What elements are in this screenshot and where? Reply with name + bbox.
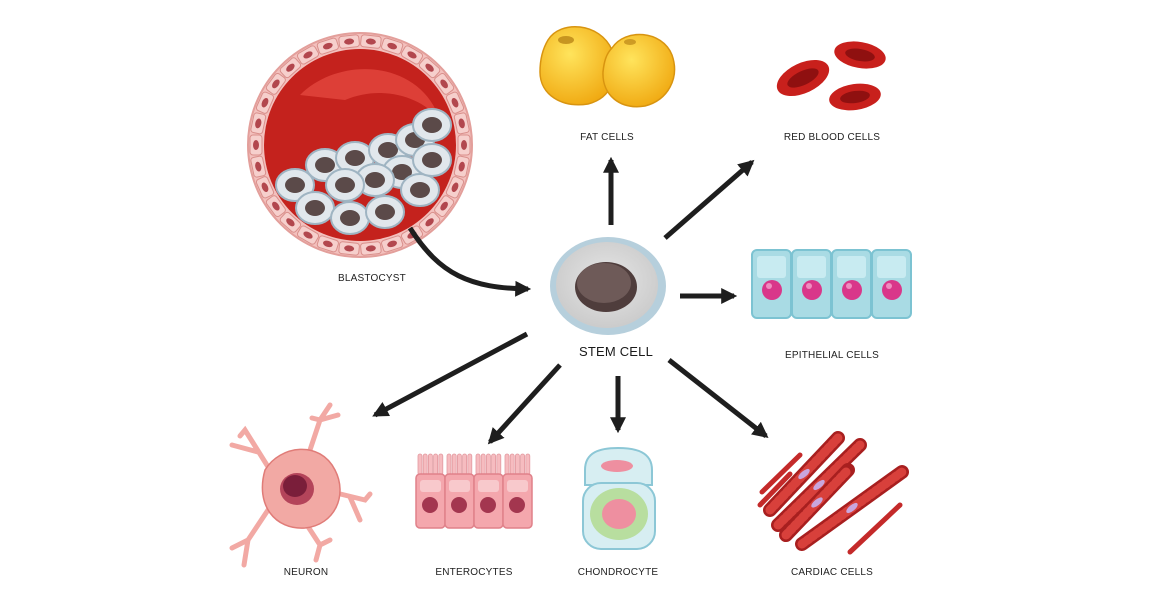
epithelial-cells-label: EPITHELIAL CELLS	[785, 350, 879, 361]
fat-cells-illustration	[539, 26, 676, 108]
cardiac-cells-label: CARDIAC CELLS	[791, 567, 873, 578]
arrow-blastocyst-to-stem	[407, 226, 532, 297]
stem-cell-illustration	[550, 237, 666, 335]
fat-cells-label: FAT CELLS	[580, 132, 634, 143]
chondrocyte-label: CHONDROCYTE	[578, 567, 659, 578]
blastocyst-illustration	[247, 32, 473, 258]
neuron-label: NEURON	[284, 567, 329, 578]
arrows	[372, 156, 769, 445]
arrow-to-neuron	[372, 331, 529, 418]
chondrocyte-illustration	[582, 446, 656, 550]
epithelial-cells-illustration	[751, 249, 912, 319]
arrow-to-enterocytes	[487, 363, 562, 445]
blastocyst-label: BLASTOCYST	[338, 273, 406, 284]
cardiac-cells-illustration	[757, 431, 909, 555]
enterocytes-label: ENTEROCYTES	[435, 567, 512, 578]
arrow-to-red-blood-cells	[663, 159, 755, 240]
arrow-to-cardiac-cells	[667, 358, 769, 438]
neuron-illustration	[229, 402, 373, 568]
red-blood-cells-label: RED BLOOD CELLS	[784, 132, 880, 143]
stem-cell-label: STEM CELL	[579, 344, 653, 359]
enterocytes-illustration	[415, 453, 533, 529]
red-blood-cells-illustration	[776, 41, 886, 111]
